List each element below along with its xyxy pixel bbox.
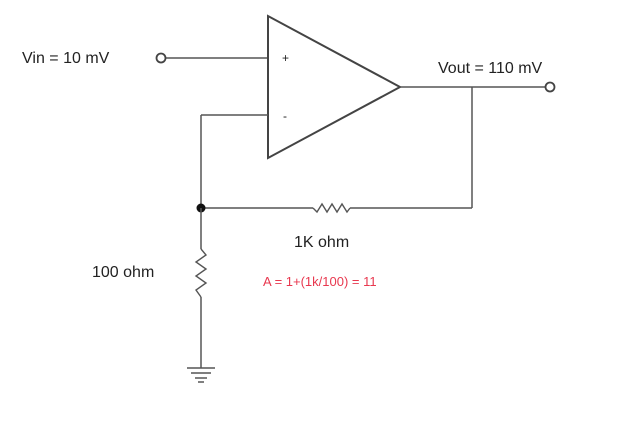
gain-formula: A = 1+(1k/100) = 11 xyxy=(263,274,377,289)
ground-icon xyxy=(187,367,215,383)
plus-pin-label: + xyxy=(282,51,289,65)
ground-resistor xyxy=(194,248,208,298)
vin-label: Vin = 10 mV xyxy=(22,50,110,67)
op-amp xyxy=(267,14,403,160)
vout-label: Vout = 110 mV xyxy=(438,60,543,77)
vout-terminal xyxy=(544,81,556,93)
ground-resistor-label: 100 ohm xyxy=(92,264,154,281)
minus-pin-label: - xyxy=(283,109,287,123)
feedback-resistor-label: 1K ohm xyxy=(294,234,349,251)
feedback-resistor xyxy=(312,202,351,214)
vin-terminal xyxy=(155,52,167,64)
